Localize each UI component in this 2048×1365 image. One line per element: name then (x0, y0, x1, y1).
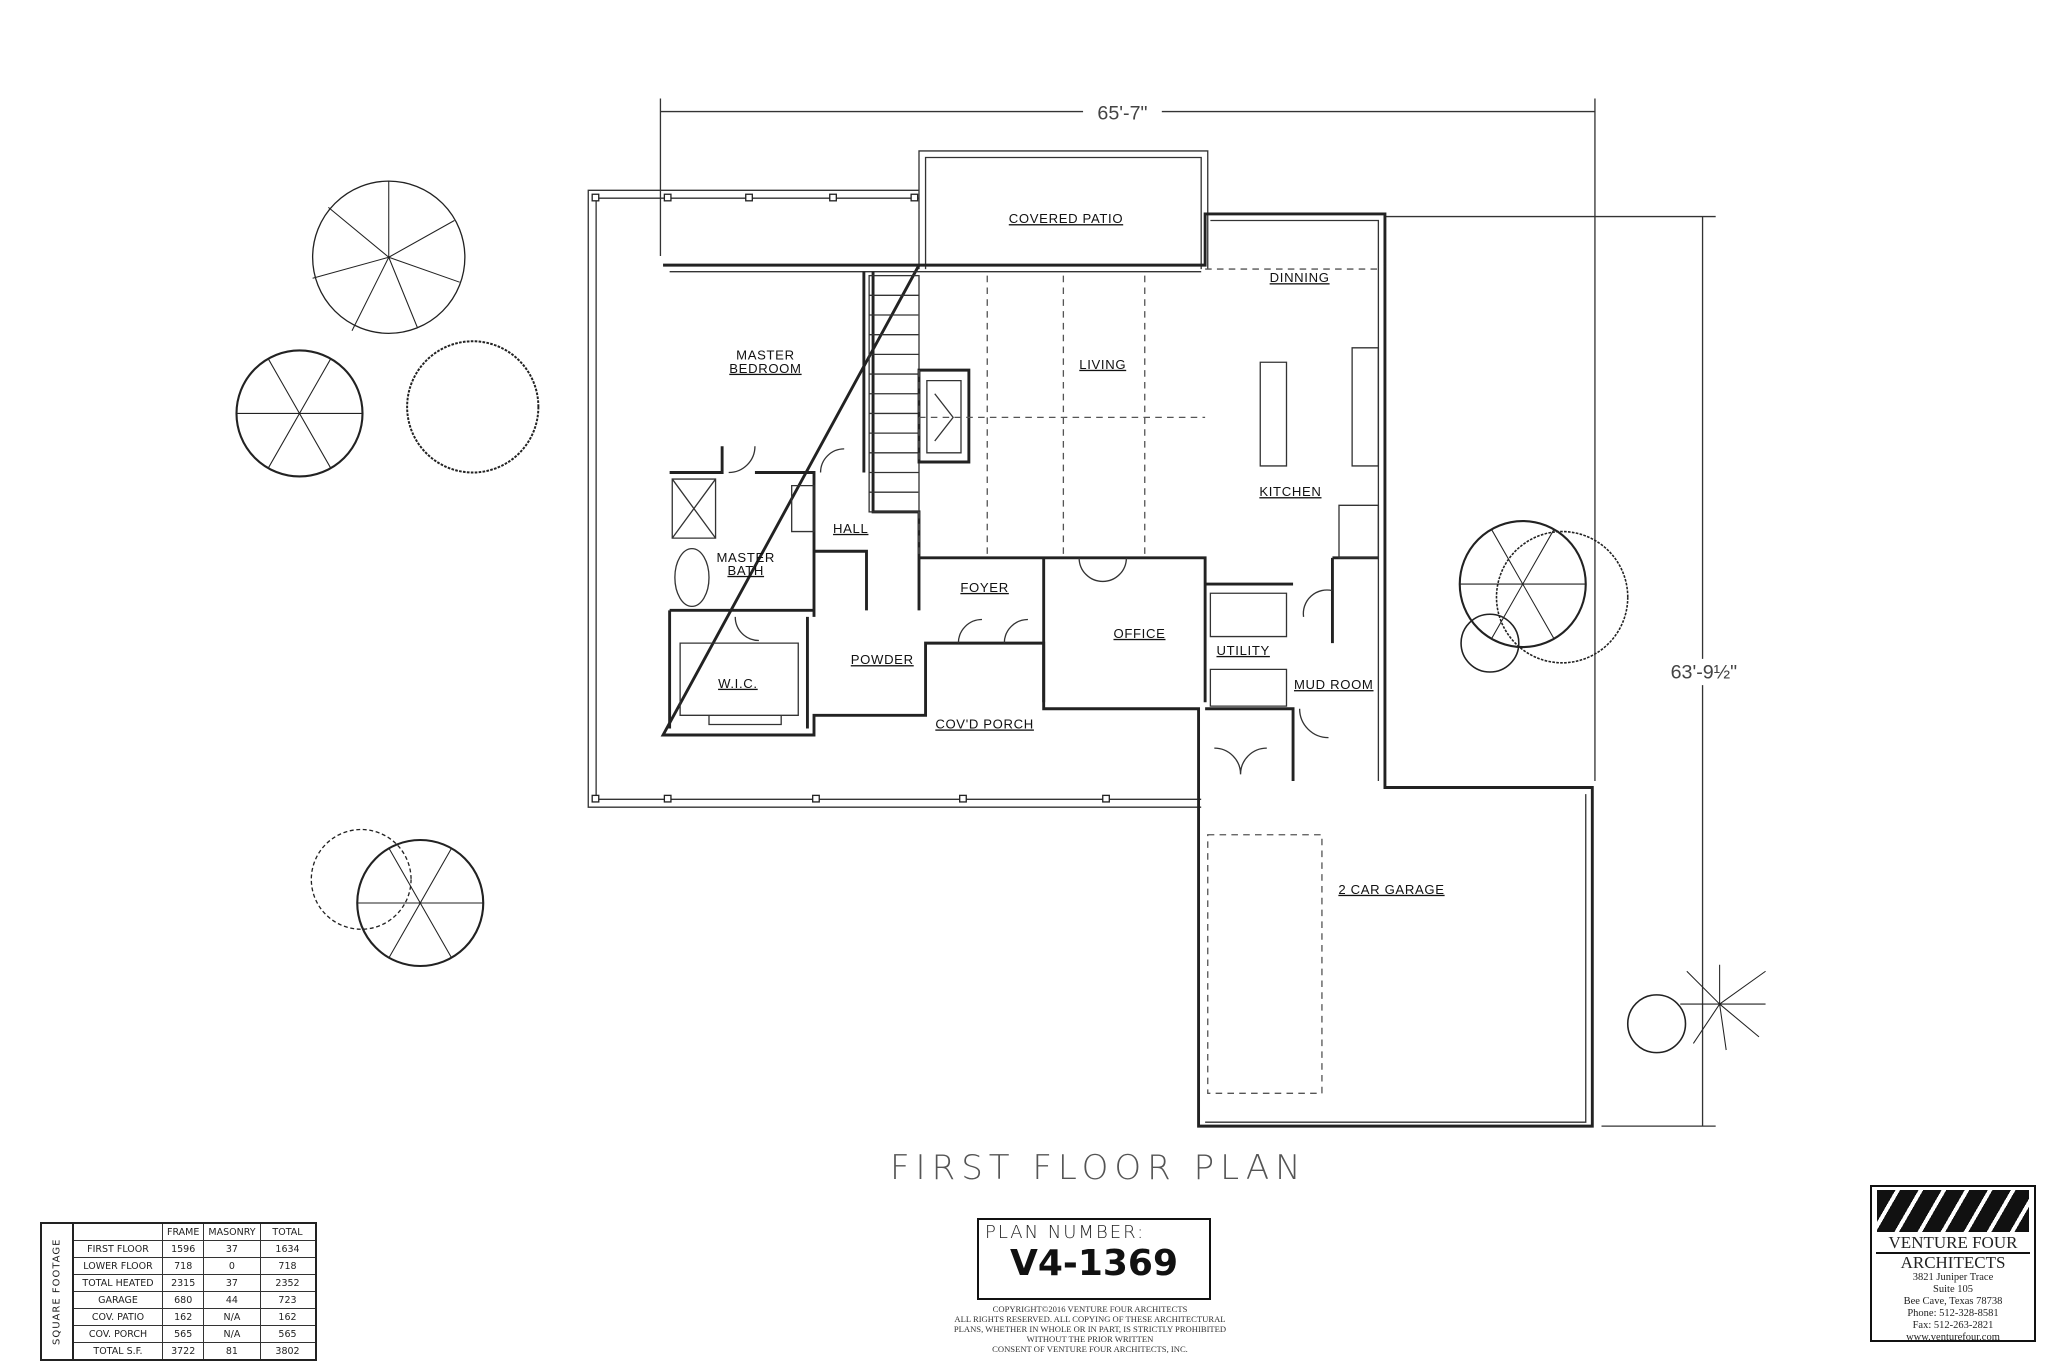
doors (728, 446, 1333, 775)
copyright-line: ALL RIGHTS RESERVED. ALL COPYING OF THES… (954, 1314, 1226, 1324)
label-foyer: FOYER (960, 580, 1008, 595)
copyright-line: PLANS, WHETHER IN WHOLE OR IN PART, IS S… (953, 1324, 1227, 1334)
fireplace (917, 368, 971, 464)
cell: 162 (259, 1308, 316, 1326)
label-master-bath-2: BATH (727, 563, 764, 578)
firm-address: 3821 Juniper Trace (1912, 1272, 1994, 1283)
label-utility: UTILITY (1216, 643, 1269, 658)
interior-walls (668, 271, 1380, 781)
copyright-line: CONSENT OF VENTURE FOUR ARCHITECTS, INC. (992, 1344, 1188, 1354)
plan-number-label: PLAN NUMBER: (985, 1222, 1146, 1243)
tree-icons (235, 180, 1766, 1054)
copyright-notice: COPYRIGHT©2016 VENTURE FOUR ARCHITECTS A… (920, 1304, 1260, 1354)
firm-suite: Suite 105 (1933, 1284, 1973, 1295)
label-master-bedroom-2: BEDROOM (729, 361, 801, 376)
cell: 37 (203, 1240, 261, 1258)
firm-name: VENTURE FOUR (1876, 1234, 2030, 1254)
cell: 3722 (161, 1342, 205, 1361)
cell: 1634 (259, 1240, 316, 1258)
logo-stripes-icon (1877, 1190, 2029, 1232)
plan-title: FIRST FLOOR PLAN (890, 1148, 1307, 1188)
cell: N/A (203, 1308, 261, 1326)
cell: 81 (203, 1342, 261, 1361)
table-header-row: SQUARE FOOTAGE FRAME MASONRY TOTAL (41, 1222, 316, 1360)
label-mud-room: MUD ROOM (1294, 677, 1374, 692)
label-kitchen: KITCHEN (1259, 484, 1321, 499)
covered-patio (918, 150, 1209, 270)
firm-name-2: ARCHITECTS (1900, 1253, 2006, 1272)
cell: 565 (259, 1325, 316, 1343)
label-powder: POWDER (851, 652, 914, 667)
label-office: OFFICE (1113, 626, 1165, 641)
cell: TOTAL HEATED (72, 1274, 163, 1292)
firm-city: Bee Cave, Texas 78738 (1903, 1296, 2003, 1307)
cell: 718 (161, 1257, 205, 1275)
width-label: 65'-7" (1097, 102, 1147, 124)
cell: 3802 (259, 1342, 316, 1361)
wraparound-porch (587, 189, 1202, 808)
copyright-line: WITHOUT THE PRIOR WRITTEN (1026, 1334, 1154, 1344)
square-footage-label: SQUARE FOOTAGE (41, 1223, 73, 1360)
label-living: LIVING (1079, 357, 1126, 372)
depth-dimension: 63'-9½" (1384, 215, 1752, 1127)
square-footage-table: SQUARE FOOTAGE FRAME MASONRY TOTAL FIRST… (40, 1222, 317, 1361)
firm-website[interactable]: www.venturefour.com (1906, 1332, 2000, 1343)
header-total: TOTAL (259, 1222, 316, 1241)
label-covered-patio: COVERED PATIO (1009, 211, 1123, 226)
cell: 565 (161, 1325, 205, 1343)
label-garage: 2 CAR GARAGE (1338, 882, 1444, 897)
firm-logo-block: VENTURE FOUR ARCHITECTS 3821 Juniper Tra… (1870, 1185, 2036, 1343)
cell: 0 (203, 1257, 261, 1275)
cell: N/A (203, 1325, 261, 1343)
cell: COV. PORCH (72, 1325, 163, 1343)
cell: COV. PATIO (72, 1308, 163, 1326)
label-master-bedroom: MASTER (736, 348, 795, 363)
label-hall: HALL (833, 521, 868, 536)
cell: 44 (203, 1291, 261, 1309)
cell: 37 (203, 1274, 261, 1292)
firm-fax: Fax: 512-263-2821 (1912, 1320, 1994, 1331)
header-blank (72, 1222, 163, 1241)
cell: TOTAL S.F. (72, 1342, 163, 1361)
cell: 2352 (259, 1274, 316, 1292)
plan-number-value: V4-1369 (1009, 1243, 1179, 1284)
exterior-walls (660, 212, 1594, 1128)
cell: GARAGE (72, 1291, 163, 1309)
header-masonry: MASONRY (203, 1222, 261, 1241)
cell: LOWER FLOOR (72, 1257, 163, 1275)
copyright-line: COPYRIGHT©2016 VENTURE FOUR ARCHITECTS (992, 1304, 1188, 1314)
label-master-bath: MASTER (716, 550, 775, 565)
garage-parking-outline (1207, 834, 1323, 1094)
cell: 1596 (161, 1240, 205, 1258)
cell: 162 (161, 1308, 205, 1326)
cell: 718 (259, 1257, 316, 1275)
label-covd-porch: COV'D PORCH (935, 716, 1034, 731)
cell: 723 (259, 1291, 316, 1309)
cell: FIRST FLOOR (72, 1240, 163, 1258)
firm-phone: Phone: 512-328-8581 (1907, 1308, 1999, 1319)
cell: 2315 (161, 1274, 205, 1292)
plan-number-box: PLAN NUMBER: V4-1369 (977, 1218, 1211, 1300)
label-wic: W.I.C. (718, 676, 758, 691)
header-frame: FRAME (161, 1222, 205, 1241)
label-dining: DINNING (1270, 270, 1330, 285)
cell: 680 (161, 1291, 205, 1309)
depth-label: 63'-9½" (1671, 662, 1738, 684)
ceiling-beams (918, 268, 1379, 558)
width-dimension: 65'-7" (659, 98, 1596, 781)
